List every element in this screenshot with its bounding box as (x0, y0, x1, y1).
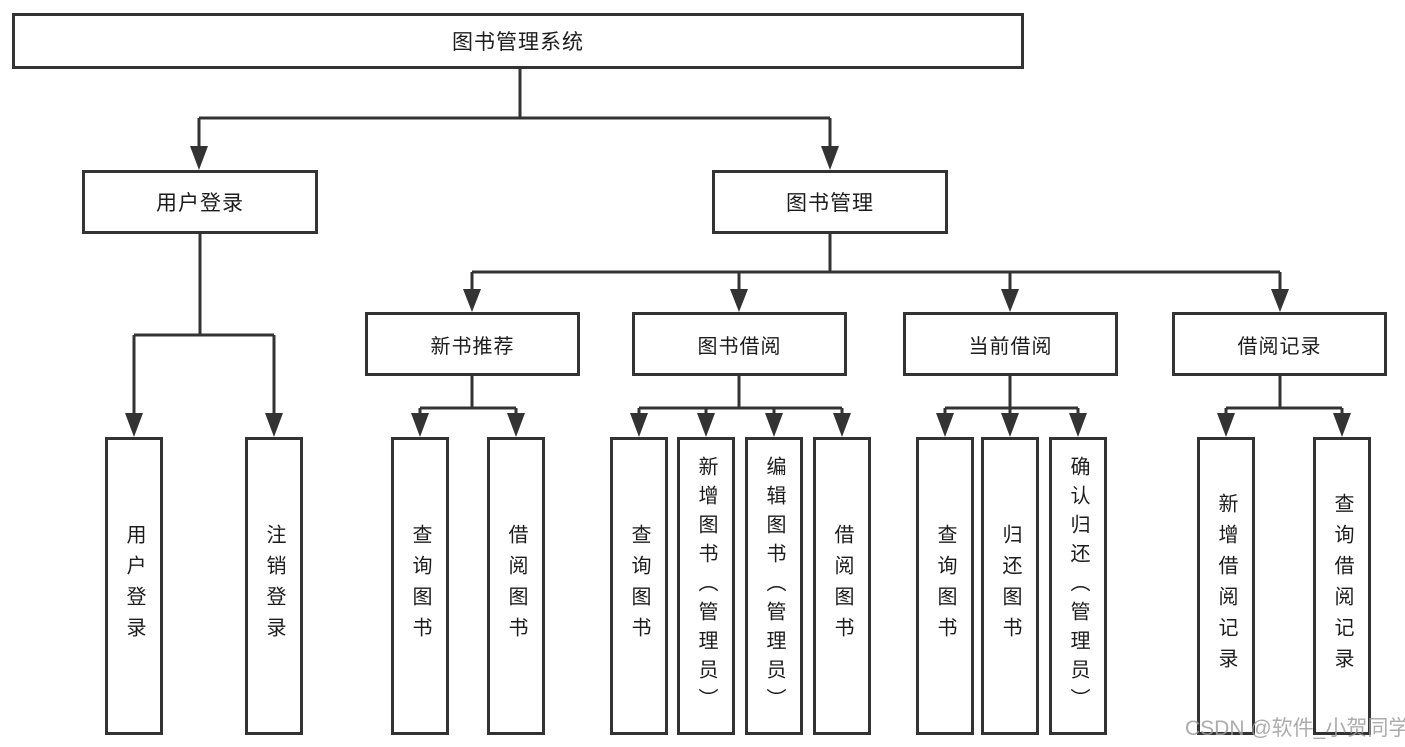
node-book-management-label: 图书管理 (786, 192, 874, 215)
leaf-label: 编辑图书（管理员） (763, 455, 785, 717)
node-leaf-add-books-admin: 新增图书（管理员） (677, 437, 735, 735)
node-leaf-query-borrow-record: 查询借阅记录 (1313, 437, 1371, 735)
leaf-label: 查询借阅记录 (1331, 493, 1353, 679)
leaf-label: 新增图书（管理员） (695, 455, 717, 717)
node-leaf-confirm-return-admin: 确认归还（管理员） (1049, 437, 1107, 735)
leaf-label: 查询图书 (934, 524, 956, 648)
leaf-label: 确认归还（管理员） (1067, 455, 1089, 717)
node-leaf-user-login: 用户登录 (105, 437, 163, 735)
node-borrowing-records-label: 借阅记录 (1237, 335, 1322, 358)
leaf-label: 新增借阅记录 (1215, 493, 1237, 679)
node-new-book-recommend: 新书推荐 (365, 312, 580, 376)
node-borrowing-records: 借阅记录 (1172, 312, 1387, 376)
csdn-watermark: CSDN @软件_小贺同学 (1185, 717, 1405, 740)
leaf-label: 查询图书 (628, 524, 650, 648)
node-current-borrowing: 当前借阅 (903, 312, 1118, 376)
node-current-borrowing-label: 当前借阅 (968, 335, 1053, 358)
node-leaf-borrow-books-borrowing: 借阅图书 (813, 437, 871, 735)
node-leaf-borrow-books-recommend: 借阅图书 (487, 437, 545, 735)
node-book-management: 图书管理 (712, 170, 948, 234)
leaf-label: 用户登录 (123, 524, 145, 648)
node-book-borrowing-label: 图书借阅 (697, 335, 782, 358)
leaf-label: 借阅图书 (505, 524, 527, 648)
node-leaf-query-books-recommend: 查询图书 (391, 437, 449, 735)
node-root: 图书管理系统 (12, 13, 1024, 69)
arrowheads (125, 146, 1351, 437)
node-leaf-logout: 注销登录 (245, 437, 303, 735)
leaf-label: 归还图书 (999, 524, 1021, 648)
node-leaf-return-books: 归还图书 (981, 437, 1039, 735)
node-leaf-query-books-current: 查询图书 (916, 437, 974, 735)
leaf-label: 注销登录 (263, 524, 285, 648)
node-user-login-label: 用户登录 (156, 192, 244, 215)
node-leaf-edit-books-admin: 编辑图书（管理员） (745, 437, 803, 735)
node-new-book-recommend-label: 新书推荐 (430, 335, 515, 358)
node-leaf-add-borrow-record: 新增借阅记录 (1197, 437, 1255, 735)
node-book-borrowing: 图书借阅 (632, 312, 847, 376)
leaf-label: 查询图书 (409, 524, 431, 648)
node-root-label: 图书管理系统 (452, 31, 584, 54)
node-user-login: 用户登录 (82, 170, 318, 234)
node-leaf-query-books-borrowing: 查询图书 (610, 437, 668, 735)
leaf-label: 借阅图书 (831, 524, 853, 648)
